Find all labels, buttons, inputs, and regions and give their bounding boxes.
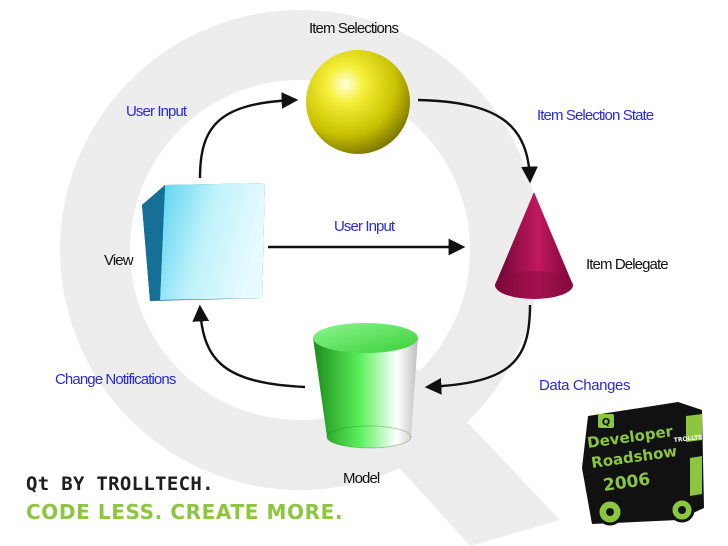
badge-bus-sign: TROLLTECH: [673, 433, 712, 444]
item-selections-label: Item Selections: [309, 20, 399, 37]
item-selection-state-label: Item Selection State: [537, 107, 654, 124]
user-input-middle-label: User Input: [334, 218, 395, 235]
user-input-top-label: User Input: [126, 103, 187, 120]
view-cube: [142, 183, 265, 301]
data-changes-label: Data Changes: [539, 377, 631, 394]
badge-q-logo-icon: [598, 414, 614, 428]
arrow-model-to-view: [192, 304, 306, 389]
brand-tagline: CODE LESS. CREATE MORE.: [26, 500, 344, 524]
badge-logo-letter: Q: [602, 417, 611, 428]
arrow-delegate-to-model: [424, 304, 532, 395]
arrow-view-to-selections: [198, 92, 299, 179]
model-label: Model: [343, 470, 380, 487]
developer-roadshow-badge: Q Developer Roadshow 2006 TROLLTECH: [582, 402, 712, 526]
arrow-selections-to-delegate: [417, 98, 538, 184]
item-delegate-label: Item Delegate: [586, 256, 669, 273]
model-cylinder: [313, 323, 418, 449]
item-delegate-cone: [495, 192, 573, 299]
brand-line1: Qt BY TROLLTECH.: [26, 473, 214, 495]
item-selections-sphere: [306, 50, 410, 154]
change-notifications-label: Change Notifications: [55, 371, 176, 388]
view-label: View: [104, 252, 134, 269]
